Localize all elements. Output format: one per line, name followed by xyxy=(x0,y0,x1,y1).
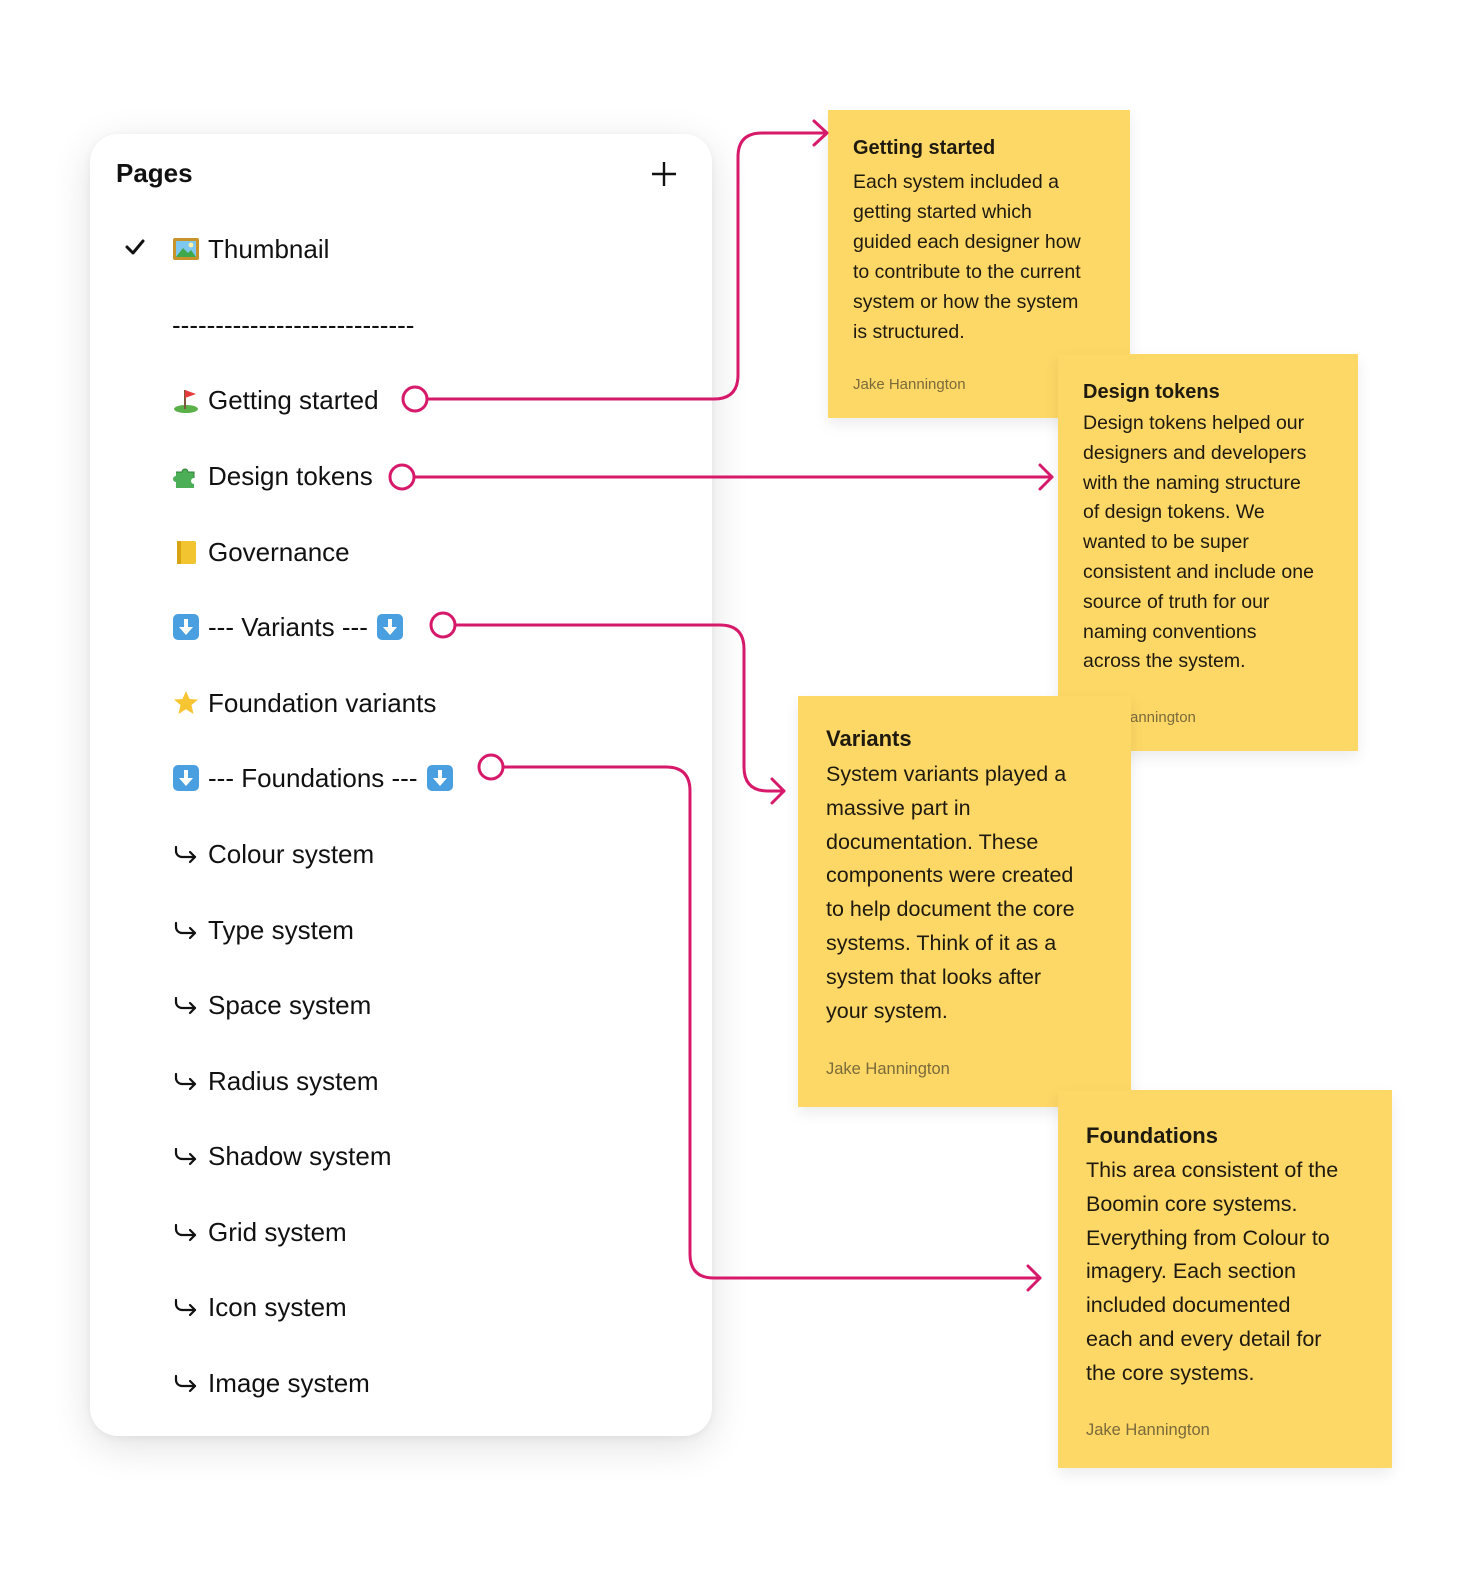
page-item-shadow-system[interactable]: Shadow system xyxy=(90,1131,712,1181)
note-title: Variants xyxy=(826,726,912,751)
page-item-image-system[interactable]: Image system xyxy=(90,1358,712,1408)
down-arrow-emoji xyxy=(173,614,199,640)
hook-arrow-icon xyxy=(174,921,197,940)
note-body: Each system included a getting started w… xyxy=(853,171,1081,343)
note-author: Jake Hannington xyxy=(1086,1421,1210,1439)
sticky-note-design-tokens[interactable]: Design tokens Design tokens helped our d… xyxy=(1058,354,1358,751)
golf-flag-emoji xyxy=(174,390,198,413)
page-item-design-tokens[interactable]: Design tokens xyxy=(90,451,712,501)
page-item-icon-system[interactable]: Icon system xyxy=(90,1282,712,1332)
page-item-label: Type system xyxy=(208,914,354,945)
page-item-label: Foundation variants xyxy=(208,687,437,718)
page-item-type-system[interactable]: Type system xyxy=(90,905,712,955)
note-body: This area consistent of the Boomin core … xyxy=(1086,1158,1339,1385)
page-item-label: Getting started xyxy=(208,384,379,415)
checkmark-icon xyxy=(125,239,145,255)
page-item-label: Colour system xyxy=(208,838,375,869)
page-item-foundations[interactable]: --- Foundations --- xyxy=(90,753,712,803)
note-body: System variants played a massive part in… xyxy=(826,762,1075,1023)
panel-title: Pages xyxy=(116,158,193,188)
page-item-governance[interactable]: Governance xyxy=(90,527,712,577)
sticky-note-getting-started[interactable]: Getting started Each system included a g… xyxy=(828,110,1130,418)
hook-arrow-icon xyxy=(174,1072,197,1091)
page-item-label: --- Variants --- xyxy=(208,611,368,642)
note-author: annington xyxy=(1130,709,1196,726)
page-item-grid-system[interactable]: Grid system xyxy=(90,1207,712,1257)
hook-arrow-icon xyxy=(174,1374,197,1393)
page-item-label: Shadow system xyxy=(208,1140,392,1171)
page-item-label: Thumbnail xyxy=(208,233,330,264)
pages-panel: Pages Thumbnail ------------------------… xyxy=(90,134,712,1436)
sticky-note-foundations[interactable]: Foundations This area consistent of the … xyxy=(1058,1090,1392,1468)
page-item-variants[interactable]: --- Variants --- xyxy=(90,602,712,652)
plus-icon xyxy=(652,162,676,186)
page-item-foundation-variants[interactable]: Foundation variants xyxy=(90,678,712,728)
note-body: Design tokens helped our designers and d… xyxy=(1083,412,1314,673)
page-item-getting-started[interactable]: Getting started xyxy=(90,375,712,425)
sticky-note-variants[interactable]: Variants System variants played a massiv… xyxy=(798,696,1131,1107)
page-item-label: Space system xyxy=(208,989,372,1020)
hook-arrow-icon xyxy=(174,1147,197,1166)
framed-picture-emoji xyxy=(173,238,199,260)
page-item-label: Icon system xyxy=(208,1291,347,1322)
ledger-emoji xyxy=(177,541,196,564)
hook-arrow-icon xyxy=(174,1298,197,1317)
page-item-label: Radius system xyxy=(208,1065,379,1096)
down-arrow-emoji xyxy=(376,614,403,640)
add-page-button[interactable] xyxy=(646,156,682,192)
page-item-radius-system[interactable]: Radius system xyxy=(90,1056,712,1106)
page-item-label: Image system xyxy=(208,1367,370,1398)
connector-arrowhead xyxy=(1038,463,1054,491)
page-item-label: --- Foundations --- xyxy=(208,762,418,793)
hook-arrow-icon xyxy=(174,996,197,1015)
down-arrow-emoji xyxy=(173,765,199,791)
note-title: Getting started xyxy=(853,137,996,159)
page-item-label: Governance xyxy=(208,536,350,567)
page-item-divider[interactable]: ---------------------------- xyxy=(90,300,712,350)
connector-arrowhead xyxy=(770,777,786,805)
hook-arrow-icon xyxy=(174,845,197,864)
note-author: Jake Hannington xyxy=(826,1060,950,1078)
page-item-space-system[interactable]: Space system xyxy=(90,980,712,1030)
note-title: Design tokens xyxy=(1083,381,1220,403)
connector-arrowhead xyxy=(812,119,829,147)
hook-arrow-icon xyxy=(174,1223,197,1242)
page-item-label: Design tokens xyxy=(208,460,373,491)
page-item-label: ---------------------------- xyxy=(172,309,415,340)
page-item-thumbnail[interactable]: Thumbnail xyxy=(90,224,712,274)
page-item-colour-system[interactable]: Colour system xyxy=(90,829,712,879)
note-title: Foundations xyxy=(1086,1123,1218,1148)
connector-arrowhead xyxy=(1026,1264,1042,1292)
page-item-label: Grid system xyxy=(208,1216,347,1247)
star-emoji xyxy=(174,691,198,714)
down-arrow-emoji xyxy=(426,765,453,791)
note-author: Jake Hannington xyxy=(853,376,966,393)
puzzle-piece-emoji xyxy=(173,468,195,488)
